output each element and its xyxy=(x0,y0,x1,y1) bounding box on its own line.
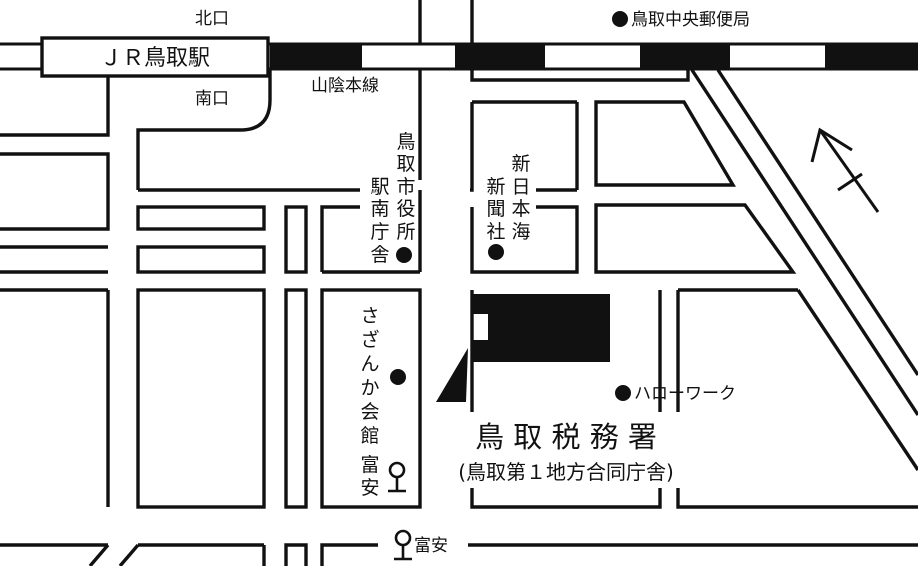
bus-stop-tomiyasu-horizontal: 富安 xyxy=(394,529,448,561)
hello-work-marker: ハローワーク xyxy=(615,384,736,404)
svg-text:館: 館 xyxy=(360,425,379,447)
svg-text:か: か xyxy=(360,377,379,399)
svg-text:富: 富 xyxy=(360,454,379,476)
tax-office-building xyxy=(436,294,610,402)
svg-text:取: 取 xyxy=(396,153,415,175)
tax-office-subtitle: (鳥取第１地方合同庁舎) xyxy=(458,460,674,484)
station-label: ＪＲ鳥取駅 xyxy=(100,46,210,71)
landmark-dot-icon xyxy=(390,369,406,385)
svg-text:市: 市 xyxy=(396,176,415,198)
sazanka-hall-label: さ ざ ん か 会 館 xyxy=(360,305,406,447)
svg-text:南: 南 xyxy=(370,198,389,220)
svg-text:さ: さ xyxy=(360,305,379,327)
bus-stop-icon xyxy=(394,529,412,561)
svg-text:会: 会 xyxy=(360,401,379,423)
tax-office-title: 鳥 取 税 務 署 xyxy=(475,420,657,454)
post-office-label: 鳥取中央郵便局 xyxy=(631,10,750,30)
svg-text:海: 海 xyxy=(511,221,530,243)
svg-text:所: 所 xyxy=(396,221,415,243)
svg-text:日: 日 xyxy=(511,176,530,198)
landmark-dot-icon xyxy=(488,244,504,260)
rail-line-label: 山陰本線 xyxy=(311,76,379,96)
landmark-dot-icon xyxy=(612,11,628,27)
svg-text:社: 社 xyxy=(486,221,505,243)
svg-text:新: 新 xyxy=(486,176,505,198)
bus-stop-icon xyxy=(388,461,406,493)
svg-text:ん: ん xyxy=(360,353,379,375)
north-exit-label: 北口 xyxy=(195,9,229,29)
svg-text:新: 新 xyxy=(511,153,530,175)
svg-text:駅: 駅 xyxy=(370,176,389,198)
svg-text:ざ: ざ xyxy=(360,328,379,351)
city-office-label: 鳥 取 市 駅 南 庁 舎 役 所 xyxy=(360,131,418,266)
svg-text:本: 本 xyxy=(511,198,530,220)
newspaper-label: 新 日 本 海 新 聞 社 xyxy=(476,153,534,260)
svg-text:舎: 舎 xyxy=(370,244,389,266)
svg-text:安: 安 xyxy=(360,477,379,499)
post-office-marker: 鳥取中央郵便局 xyxy=(612,10,750,30)
svg-text:庁: 庁 xyxy=(370,221,389,243)
landmark-dot-icon xyxy=(396,247,412,263)
south-exit-label: 南口 xyxy=(195,89,229,109)
station-box: ＪＲ鳥取駅 xyxy=(40,36,270,78)
bus-stop-label: 富安 xyxy=(414,536,448,556)
landmark-dot-icon xyxy=(615,385,631,401)
svg-text:鳥: 鳥 xyxy=(396,131,415,153)
bus-stop-tomiyasu-vertical: 富 安 xyxy=(360,454,406,499)
north-arrow-icon xyxy=(810,127,880,213)
hello-work-label: ハローワーク xyxy=(634,384,736,404)
svg-text:役: 役 xyxy=(396,198,415,220)
svg-text:聞: 聞 xyxy=(486,198,505,220)
